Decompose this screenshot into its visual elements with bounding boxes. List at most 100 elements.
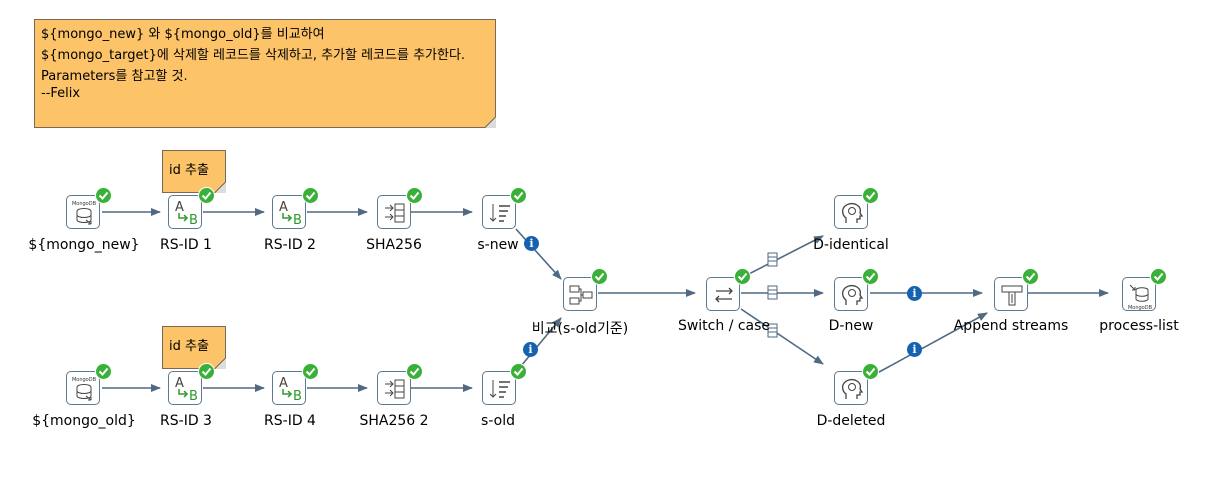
step-label-sha256-2: SHA256 2 xyxy=(359,413,429,429)
success-check-icon xyxy=(1022,268,1039,285)
mongodb-input-step-new[interactable]: MongoDB xyxy=(66,195,100,229)
success-check-icon xyxy=(198,363,215,380)
mongodb-icon: MongoDB xyxy=(72,201,97,225)
mongodb-badge-text: MongoDB xyxy=(72,377,97,383)
replace-string-icon: A B xyxy=(175,376,198,404)
case-icon-new xyxy=(767,285,778,300)
replace-string-icon: A B xyxy=(175,200,198,228)
note-fold xyxy=(484,116,496,128)
svg-text:B: B xyxy=(189,213,198,228)
note-fold xyxy=(214,181,226,193)
step-label-append-streams: Append streams xyxy=(953,318,1069,334)
svg-text:A: A xyxy=(175,200,184,215)
merge-rows-icon xyxy=(569,285,593,305)
note-line-3: Parameters를 참고할 것. xyxy=(41,69,188,84)
step-label-mongo-new: ${mongo_new} xyxy=(28,237,140,253)
hop-switch-identical xyxy=(740,235,824,279)
switch-case-step[interactable] xyxy=(706,277,740,311)
merge-rows-diff-step[interactable] xyxy=(563,277,597,311)
svg-text:A: A xyxy=(279,200,288,215)
head-brain-icon xyxy=(841,202,864,223)
dummy-step-identical[interactable] xyxy=(834,195,868,229)
success-check-icon xyxy=(95,363,112,380)
step-label-rsid2: RS-ID 2 xyxy=(264,237,316,253)
sort-step-sold[interactable] xyxy=(482,371,516,405)
step-label-switch-case: Switch / case xyxy=(677,318,771,334)
append-streams-step[interactable] xyxy=(994,277,1028,311)
success-check-icon xyxy=(862,363,879,380)
dummy-step-deleted[interactable] xyxy=(834,371,868,405)
step-label-sha256: SHA256 xyxy=(366,237,422,253)
hop-sold-compare xyxy=(515,317,562,373)
id-extract-note-bottom[interactable]: id 추출 xyxy=(162,326,226,369)
case-icon-deleted xyxy=(767,323,778,338)
info-icon-d-deleted[interactable]: i xyxy=(907,342,922,357)
hash-step-sha256[interactable] xyxy=(377,195,411,229)
case-icon-identical xyxy=(767,252,778,267)
replace-string-step-rsid1[interactable]: A B xyxy=(168,195,202,229)
dummy-step-new[interactable] xyxy=(834,277,868,311)
step-label-d-deleted: D-deleted xyxy=(816,413,886,429)
info-icon-snew[interactable]: i xyxy=(524,236,539,251)
replace-string-step-rsid2[interactable]: A B xyxy=(272,195,306,229)
mongodb-input-step-old[interactable]: MongoDB xyxy=(66,371,100,405)
success-check-icon xyxy=(406,187,423,204)
mongodb-badge-text: MongoDB xyxy=(72,201,97,207)
success-check-icon xyxy=(302,187,319,204)
info-icon-d-new[interactable]: i xyxy=(907,286,922,301)
step-label-rsid3: RS-ID 3 xyxy=(160,413,212,429)
mongodb-badge-text: MongoDB xyxy=(1128,305,1153,311)
success-check-icon xyxy=(406,363,423,380)
svg-text:B: B xyxy=(293,389,302,404)
hop-switch-deleted xyxy=(740,308,824,365)
svg-text:A: A xyxy=(279,376,288,391)
note-fold xyxy=(214,357,226,369)
step-label-compare: 비교(s-old기준) xyxy=(531,321,629,337)
switch-case-icon xyxy=(715,287,733,303)
success-check-icon xyxy=(198,187,215,204)
hash-step-sha256-2[interactable] xyxy=(377,371,411,405)
replace-string-step-rsid4[interactable]: A B xyxy=(272,371,306,405)
head-brain-icon xyxy=(841,378,864,399)
main-note[interactable]: ${mongo_new} 와 ${mongo_old}를 비교하여 ${mong… xyxy=(34,19,496,128)
replace-string-icon: A B xyxy=(279,376,302,404)
success-check-icon xyxy=(734,268,751,285)
step-label-rsid4: RS-ID 4 xyxy=(264,413,316,429)
note-line-2: ${mongo_target}에 삭제할 레코드를 삭제하고, 추가할 레코드를… xyxy=(41,48,466,63)
step-label-rsid1: RS-ID 1 xyxy=(160,237,212,253)
step-label-mongo-old: ${mongo_old} xyxy=(32,413,136,429)
sort-rows-icon xyxy=(489,204,510,222)
id-extract-note-top[interactable]: id 추출 xyxy=(162,150,226,193)
step-label-sold: s-old xyxy=(481,413,515,429)
success-check-icon xyxy=(95,187,112,204)
case-hop-icons xyxy=(767,252,778,338)
replace-string-step-rsid3[interactable]: A B xyxy=(168,371,202,405)
step-label-d-new: D-new xyxy=(828,318,874,334)
replace-string-icon: A B xyxy=(279,200,302,228)
hash-calculator-icon xyxy=(385,379,405,399)
hop-snew-compare xyxy=(515,228,562,280)
success-check-icon xyxy=(510,363,527,380)
mongodb-icon: MongoDB xyxy=(72,377,97,401)
note-line-1: ${mongo_new} 와 ${mongo_old}를 비교하여 xyxy=(41,27,325,42)
svg-text:B: B xyxy=(189,389,198,404)
sort-step-snew[interactable] xyxy=(482,195,516,229)
step-label-snew: s-new xyxy=(477,237,519,253)
hash-calculator-icon xyxy=(385,203,405,223)
svg-text:B: B xyxy=(293,213,302,228)
step-label-d-identical: D-identical xyxy=(813,237,889,253)
svg-text:A: A xyxy=(175,376,184,391)
info-icon-sold[interactable]: i xyxy=(523,342,538,357)
head-brain-icon xyxy=(841,284,864,305)
hop-deleted-append xyxy=(869,312,988,378)
step-label-process-list: process-list xyxy=(1099,318,1179,334)
success-check-icon xyxy=(510,187,527,204)
note-line-4: --Felix xyxy=(41,86,81,101)
success-check-icon xyxy=(862,187,879,204)
success-check-icon xyxy=(862,268,879,285)
id-note-bottom-text: id 추출 xyxy=(169,339,209,354)
mongodb-output-step[interactable]: MongoDB xyxy=(1122,277,1156,311)
success-check-icon xyxy=(302,363,319,380)
append-streams-icon xyxy=(1001,285,1023,306)
